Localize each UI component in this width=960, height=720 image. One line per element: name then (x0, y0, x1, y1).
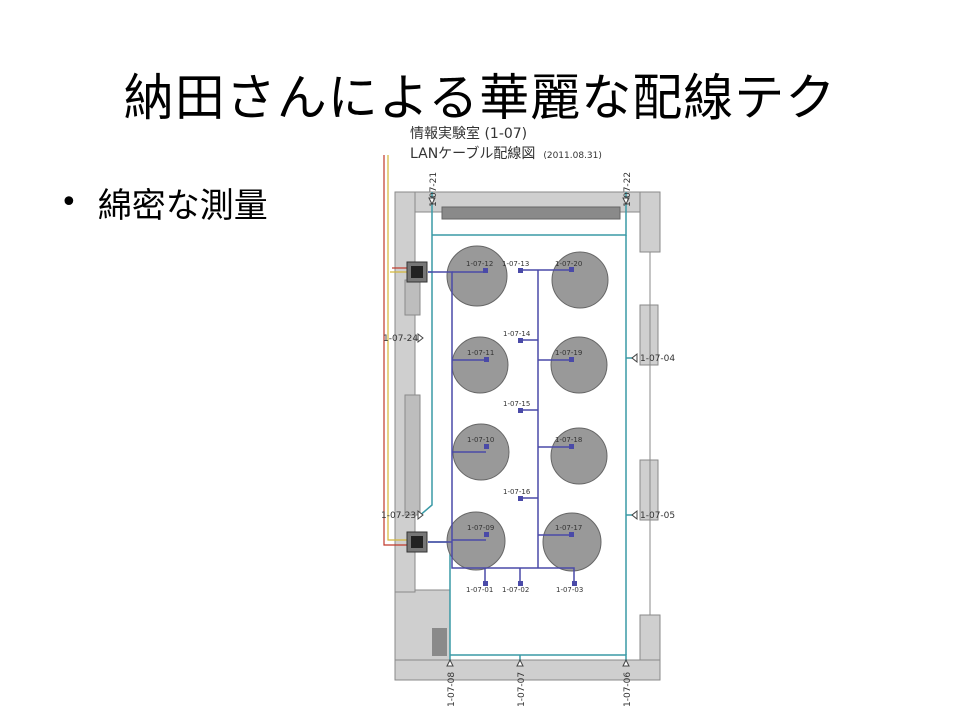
bullet-dot-icon: • (60, 185, 78, 220)
room-walls (394, 191, 661, 681)
outlet-21-marker (428, 197, 436, 206)
jack-20 (569, 267, 574, 272)
jack-17 (569, 532, 574, 537)
desk-label-12: 1-07-12 (466, 260, 493, 268)
red-cable (383, 155, 408, 546)
east-pillar-2 (639, 459, 659, 521)
desk-18 (550, 427, 608, 485)
desk-09 (446, 511, 506, 571)
drop-label-14: 1-07-14 (503, 330, 531, 338)
desk-label-10: 1-07-10 (467, 436, 494, 444)
drop-label-03: 1-07-03 (556, 586, 583, 594)
ne-pillar (639, 191, 661, 253)
outlet-08-label: 1-07-08 (447, 672, 457, 707)
desk-label-09: 1-07-09 (467, 524, 494, 532)
west-cabinet-2 (404, 394, 421, 516)
diagram-header: 情報実験室 (1-07) LANケーブル配線図 (2011.08.31) (410, 124, 602, 166)
outlet-22-label: 1-07-22 (623, 172, 633, 207)
jack-13 (518, 268, 523, 273)
desk-20 (551, 251, 609, 309)
drop-label-02: 1-07-02 (502, 586, 529, 594)
outlet-07-marker (516, 658, 524, 667)
desk-label-11: 1-07-11 (467, 349, 494, 357)
drop-label-01: 1-07-01 (466, 586, 493, 594)
outlet-24-label: 1-07-24 (383, 334, 418, 344)
east-pillar-1 (639, 304, 659, 366)
outlet-08-marker (446, 658, 454, 667)
outlet-21-label: 1-07-21 (429, 172, 439, 207)
jack-12 (483, 268, 488, 273)
outlet-24-marker (417, 332, 424, 344)
desk-12 (446, 245, 508, 307)
jack-09 (484, 532, 489, 537)
desk-17 (542, 512, 602, 572)
outlet-04-label: 1-07-04 (640, 354, 675, 364)
jack-02 (518, 581, 523, 586)
jack-11 (484, 357, 489, 362)
jack-10 (484, 444, 489, 449)
jack-19 (569, 357, 574, 362)
jack-01 (483, 581, 488, 586)
external-cables (383, 155, 408, 546)
desk-label-18: 1-07-18 (555, 436, 582, 444)
outlet-05-label: 1-07-05 (640, 511, 675, 521)
west-cabinet-1 (404, 279, 421, 316)
desk-label-19: 1-07-19 (555, 349, 582, 357)
south-wall (394, 659, 661, 681)
outlet-05-marker (631, 509, 638, 521)
diagram-date: (2011.08.31) (543, 151, 602, 161)
jack-03 (572, 581, 577, 586)
yellow-cable (387, 155, 408, 541)
outlet-06-marker (622, 658, 630, 667)
jack-markers (483, 267, 577, 586)
desks (446, 245, 609, 572)
north-counter (441, 206, 621, 220)
jack-16 (518, 496, 523, 501)
bullet-item: • 綿密な測量 (60, 178, 268, 227)
slide-title: 納田さんによる華麗な配線テク (123, 69, 837, 127)
outlet-23-marker (417, 509, 424, 521)
desk-19 (550, 336, 608, 394)
drop-label-15: 1-07-15 (503, 400, 530, 408)
outlet-07-label: 1-07-07 (517, 672, 527, 707)
diagram-title-line1: 情報実験室 (1-07) (410, 126, 528, 142)
jack-14 (518, 338, 523, 343)
outlet-06-label: 1-07-06 (623, 672, 633, 707)
jack-15 (518, 408, 523, 413)
bullet-text: 綿密な測量 (97, 186, 268, 226)
outlet-markers (417, 197, 638, 667)
outlet-04-marker (631, 352, 638, 364)
outlet-23-label: 1-07-23 (381, 511, 416, 521)
drop-label-13: 1-07-13 (502, 260, 529, 268)
desk-11 (451, 336, 509, 394)
drop-label-16: 1-07-16 (503, 488, 531, 496)
outlet-22-marker (622, 197, 630, 206)
sw-equipment (432, 628, 447, 656)
desk-label-20: 1-07-20 (555, 260, 582, 268)
jack-18 (569, 444, 574, 449)
diagram-title-line2: LANケーブル配線図 (410, 146, 536, 162)
desk-label-17: 1-07-17 (555, 524, 582, 532)
